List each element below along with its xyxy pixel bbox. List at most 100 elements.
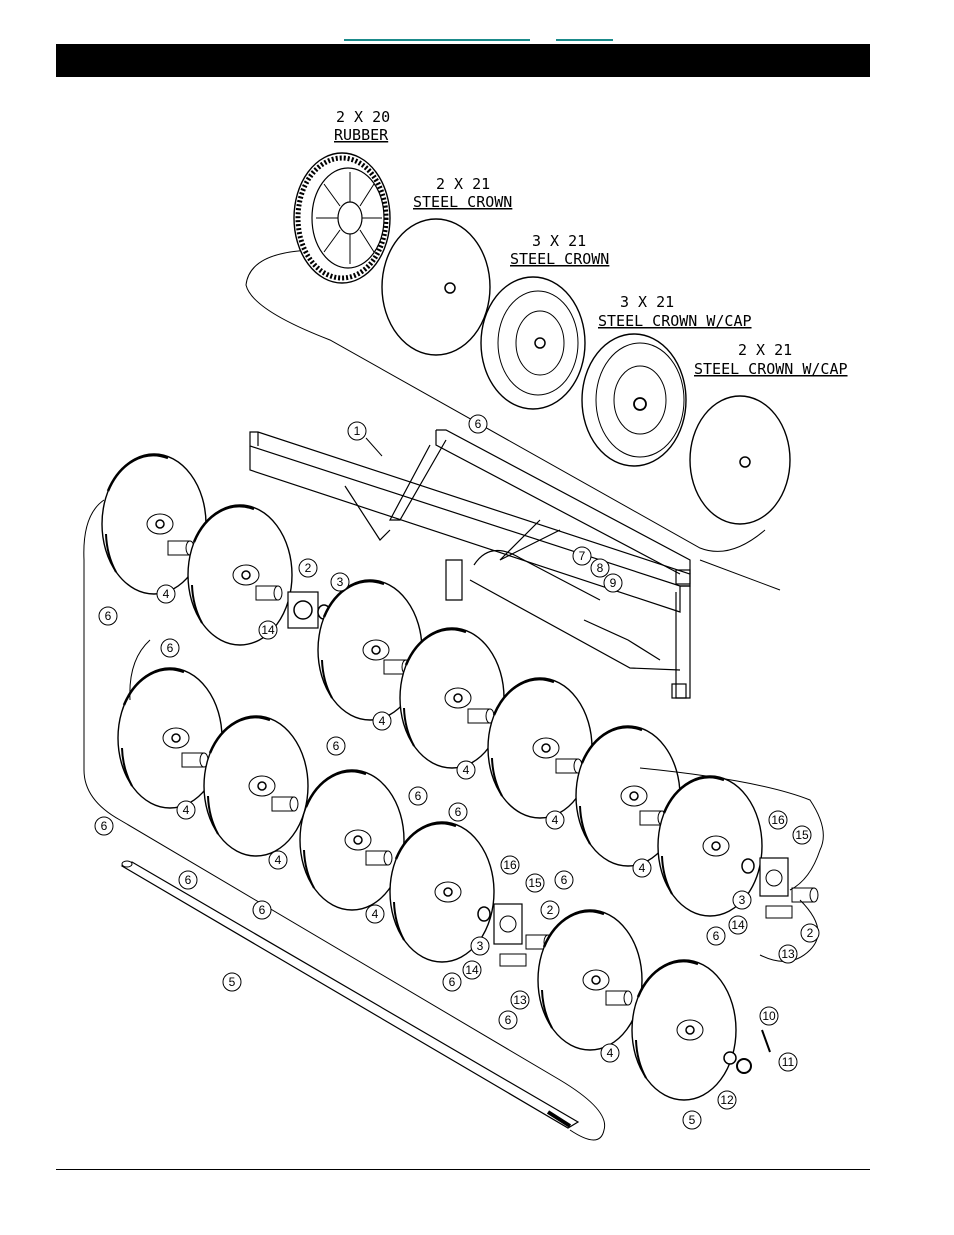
svg-text:4: 4	[379, 714, 386, 728]
steel-crown-2x21	[382, 219, 490, 355]
callout-4-a[interactable]: 4	[157, 585, 175, 603]
svg-text:8: 8	[597, 561, 604, 575]
callout-6-a[interactable]: 6	[99, 607, 117, 625]
svg-text:6: 6	[455, 805, 462, 819]
callout-5[interactable]: 5	[223, 973, 241, 991]
callout-12[interactable]: 12	[718, 1091, 736, 1109]
svg-text:6: 6	[259, 903, 266, 917]
wheel-option-3-size: 3 X 21	[532, 232, 586, 250]
callout-14-middle[interactable]: 14	[463, 961, 481, 979]
rubber-tire	[294, 153, 390, 283]
callout-7[interactable]: 7	[573, 547, 591, 565]
svg-text:9: 9	[610, 576, 617, 590]
callout-4-b[interactable]: 4	[373, 712, 391, 730]
callout-4-i[interactable]: 4	[601, 1044, 619, 1062]
callout-6-g[interactable]: 6	[95, 817, 113, 835]
svg-text:12: 12	[720, 1093, 734, 1107]
callout-5-bottom[interactable]: 5	[683, 1111, 701, 1129]
svg-text:5: 5	[229, 975, 236, 989]
svg-text:4: 4	[183, 803, 190, 817]
svg-text:3: 3	[739, 893, 746, 907]
callout-3-right[interactable]: 3	[733, 891, 751, 909]
callout-3-middle[interactable]: 3	[471, 937, 489, 955]
callout-4-h[interactable]: 4	[366, 905, 384, 923]
wheel-option-1: 2 X 20 RUBBER	[334, 108, 390, 144]
svg-text:6: 6	[505, 1013, 512, 1027]
callout-6-b[interactable]: 6	[161, 639, 179, 657]
svg-text:4: 4	[275, 853, 282, 867]
svg-text:14: 14	[465, 963, 479, 977]
steel-crown-3x21	[481, 277, 585, 409]
svg-text:4: 4	[552, 813, 559, 827]
wheel-option-1-type: RUBBER	[334, 126, 389, 144]
callout-14-upper[interactable]: 14	[259, 621, 277, 639]
svg-text:3: 3	[337, 575, 344, 589]
callout-16-right[interactable]: 16	[769, 811, 787, 829]
wheel-option-3-type: STEEL CROWN	[510, 250, 609, 268]
wheel-option-4-size: 3 X 21	[620, 293, 674, 311]
svg-text:1: 1	[354, 424, 361, 438]
wheel-option-3: 3 X 21 STEEL CROWN	[510, 232, 609, 268]
svg-text:6: 6	[449, 975, 456, 989]
callout-4-f[interactable]: 4	[177, 801, 195, 819]
svg-text:11: 11	[782, 1055, 795, 1069]
callout-11[interactable]: 11	[779, 1053, 797, 1071]
svg-text:4: 4	[372, 907, 379, 921]
svg-text:15: 15	[528, 876, 542, 890]
callout-16-middle[interactable]: 16	[501, 856, 519, 874]
steel-crown-cap-3x21	[582, 334, 686, 466]
callout-6-c[interactable]: 6	[327, 737, 345, 755]
callout-2-right[interactable]: 2	[801, 924, 819, 942]
callout-14-right[interactable]: 14	[729, 916, 747, 934]
bearing-plate-right	[742, 858, 818, 918]
callout-6-j[interactable]: 6	[443, 973, 461, 991]
callout-6-top[interactable]: 6	[469, 415, 487, 433]
callout-8[interactable]: 8	[591, 559, 609, 577]
callout-13-middle[interactable]: 13	[511, 991, 529, 1009]
callout-9[interactable]: 9	[604, 574, 622, 592]
svg-text:13: 13	[781, 947, 795, 961]
callout-6-i[interactable]: 6	[253, 901, 271, 919]
wheel-option-2-size: 2 X 21	[436, 175, 490, 193]
callout-3-upper[interactable]: 3	[331, 573, 349, 591]
callout-13-right[interactable]: 13	[779, 945, 797, 963]
svg-text:4: 4	[163, 587, 170, 601]
svg-text:4: 4	[639, 861, 646, 875]
callout-4-e[interactable]: 4	[633, 859, 651, 877]
callout-2-middle[interactable]: 2	[541, 901, 559, 919]
wheel-option-4: 3 X 21 STEEL CROWN W/CAP	[598, 293, 752, 330]
callout-4-c[interactable]: 4	[457, 761, 475, 779]
svg-text:2: 2	[547, 903, 554, 917]
svg-text:4: 4	[463, 763, 470, 777]
callout-2-upper[interactable]: 2	[299, 559, 317, 577]
callout-10[interactable]: 10	[760, 1007, 778, 1025]
svg-text:7: 7	[579, 549, 586, 563]
wheel-option-5-type: STEEL CROWN W/CAP	[694, 360, 848, 378]
svg-text:16: 16	[503, 858, 517, 872]
callout-15-middle[interactable]: 15	[526, 874, 544, 892]
svg-text:6: 6	[101, 819, 108, 833]
svg-text:13: 13	[513, 993, 527, 1007]
callout-6-f[interactable]: 6	[555, 871, 573, 889]
wheel-option-4-type: STEEL CROWN W/CAP	[598, 312, 752, 330]
callout-6-k[interactable]: 6	[499, 1011, 517, 1029]
svg-text:16: 16	[771, 813, 785, 827]
callout-15-right[interactable]: 15	[793, 826, 811, 844]
svg-text:6: 6	[713, 929, 720, 943]
callout-6-e[interactable]: 6	[449, 803, 467, 821]
callout-4-d[interactable]: 4	[546, 811, 564, 829]
svg-text:2: 2	[807, 926, 814, 940]
wheel-option-2-type: STEEL CROWN	[413, 193, 512, 211]
callout-6-d[interactable]: 6	[409, 787, 427, 805]
svg-text:6: 6	[167, 641, 174, 655]
svg-text:6: 6	[561, 873, 568, 887]
svg-text:14: 14	[731, 918, 745, 932]
svg-text:14: 14	[261, 623, 275, 637]
svg-text:10: 10	[762, 1009, 776, 1023]
callout-4-g[interactable]: 4	[269, 851, 287, 869]
callout-6-h[interactable]: 6	[179, 871, 197, 889]
callout-6-l[interactable]: 6	[707, 927, 725, 945]
callout-1[interactable]: 1	[348, 422, 382, 456]
steel-crown-cap-2x21	[690, 396, 790, 524]
wheel-option-2: 2 X 21 STEEL CROWN	[413, 175, 512, 211]
